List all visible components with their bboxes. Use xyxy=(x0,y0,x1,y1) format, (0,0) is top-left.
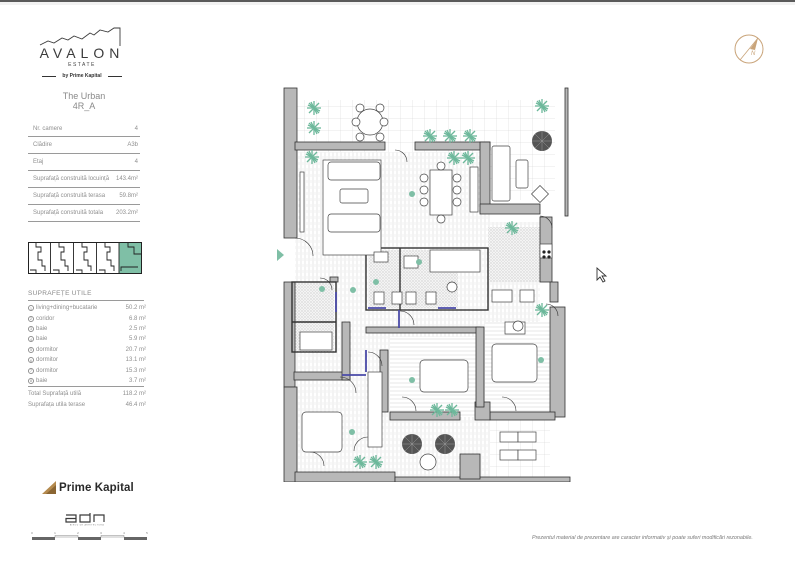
divider xyxy=(108,76,122,77)
info-value: 4 xyxy=(134,126,138,132)
total-label: Total Suprafață utilă xyxy=(28,390,82,397)
room-label: dormitor xyxy=(36,357,59,364)
room-area: 3.7 m² xyxy=(128,377,146,384)
mouse-cursor-icon xyxy=(596,266,608,288)
brand-title: AVALON xyxy=(39,45,125,61)
usable-areas-title: SUPRAFEȚE UTILE xyxy=(28,290,92,297)
svg-text:3: 3 xyxy=(100,531,102,535)
room-label: dormitor xyxy=(36,367,59,374)
room-number-badge: 6 xyxy=(28,357,34,364)
room-number-badge: 8 xyxy=(28,377,34,384)
area-totals: Total Suprafață utilă 118.2 m² Suprafața … xyxy=(28,388,148,410)
window-top-border xyxy=(0,0,795,2)
room-label: coridor xyxy=(36,315,55,322)
total-value: 46.4 m² xyxy=(125,401,146,408)
info-value: 203.2m² xyxy=(115,210,138,216)
svg-text:N: N xyxy=(751,51,756,57)
room-number-badge: 7 xyxy=(28,367,34,374)
avalon-logo xyxy=(38,27,126,85)
info-row-rooms: Nr. camere 4 xyxy=(28,122,140,137)
skyline-icon xyxy=(39,27,121,46)
scale-bar: 0 1 2 3 4 5 xyxy=(30,530,150,542)
svg-text:2: 2 xyxy=(77,531,79,535)
room-area: 13.1 m² xyxy=(125,357,146,364)
info-label: Etaj xyxy=(33,159,44,165)
by-line: by Prime Kapital xyxy=(62,73,102,79)
info-row-total-area: Suprafață construită totala 203.2m² xyxy=(28,205,140,222)
info-label: Nr. camere xyxy=(33,126,63,132)
svg-text:5: 5 xyxy=(146,531,148,535)
room-area: 5.9 m² xyxy=(128,336,146,343)
room-number-badge: 4 xyxy=(28,336,34,343)
room-label: baie xyxy=(36,325,48,332)
total-row: Total Suprafață utilă 118.2 m² xyxy=(28,388,148,399)
room-area: 15.3 m² xyxy=(125,367,146,374)
info-label: Clădire xyxy=(33,142,53,148)
info-value: A3b xyxy=(127,142,138,148)
info-row-built-area: Suprafață construită locuință 143.4m² xyxy=(28,171,140,188)
divider xyxy=(28,386,144,387)
room-number-badge: 2 xyxy=(28,315,34,322)
room-label: living+dining+bucatarie xyxy=(36,305,98,312)
prime-kapital-mark-icon xyxy=(42,481,56,494)
info-value: 4 xyxy=(134,159,138,165)
info-row-floor: Etaj 4 xyxy=(28,154,140,171)
entrance-arrow-icon xyxy=(277,249,284,261)
floor-keyplan xyxy=(28,242,142,274)
divider xyxy=(42,76,56,77)
north-compass-icon: N xyxy=(733,33,765,70)
info-value: 143.4m² xyxy=(115,176,138,182)
room-area: 50.2 m² xyxy=(125,305,146,312)
svg-text:BIROU DE ARHITECTURA: BIROU DE ARHITECTURA xyxy=(70,524,105,527)
apartment-info-table: Nr. camere 4 Clădire A3b Etaj 4 Suprafață c… xyxy=(28,122,140,222)
total-label: Suprafața utila terase xyxy=(28,401,86,408)
room-label: baie xyxy=(36,377,48,384)
room-number-badge: 3 xyxy=(28,325,34,332)
project-name: The Urban xyxy=(62,91,106,101)
brand-subtitle: ESTATE xyxy=(68,62,96,68)
divider xyxy=(28,300,144,301)
info-row-building: Clădire A3b xyxy=(28,137,140,154)
disclaimer-text: Prezentul material de prezentare are car… xyxy=(532,535,753,541)
window-top-shadow xyxy=(0,2,795,5)
total-row: Suprafața utila terase 46.4 m² xyxy=(28,399,148,410)
room-number-badge: 1 xyxy=(28,305,34,312)
floor-plan-drawing xyxy=(280,82,572,492)
architect-logo: BIROU DE ARHITECTURA xyxy=(64,512,110,531)
info-label: Suprafață construită locuință xyxy=(33,176,110,182)
total-value: 118.2 m² xyxy=(122,390,146,397)
room-area: 2.5 m² xyxy=(128,325,146,332)
info-label: Suprafață construită totala xyxy=(33,210,104,216)
room-label: dormitor xyxy=(36,346,59,353)
svg-text:1: 1 xyxy=(54,531,56,535)
room-area: 20.7 m² xyxy=(125,346,146,353)
prime-kapital-logo: Prime Kapital xyxy=(42,481,134,494)
developer-name: Prime Kapital xyxy=(59,481,134,494)
info-label: Suprafață construită terasa xyxy=(33,193,106,199)
info-row-terrace-area: Suprafață construită terasa 59.8m² xyxy=(28,188,140,205)
svg-text:0: 0 xyxy=(31,531,33,535)
room-number-badge: 5 xyxy=(28,346,34,353)
apartment-type: 4R_A xyxy=(72,101,96,111)
room-label: baie xyxy=(36,336,48,343)
info-value: 59.8m² xyxy=(119,193,138,199)
svg-text:4: 4 xyxy=(123,531,125,535)
room-area: 6.8 m² xyxy=(128,315,146,322)
